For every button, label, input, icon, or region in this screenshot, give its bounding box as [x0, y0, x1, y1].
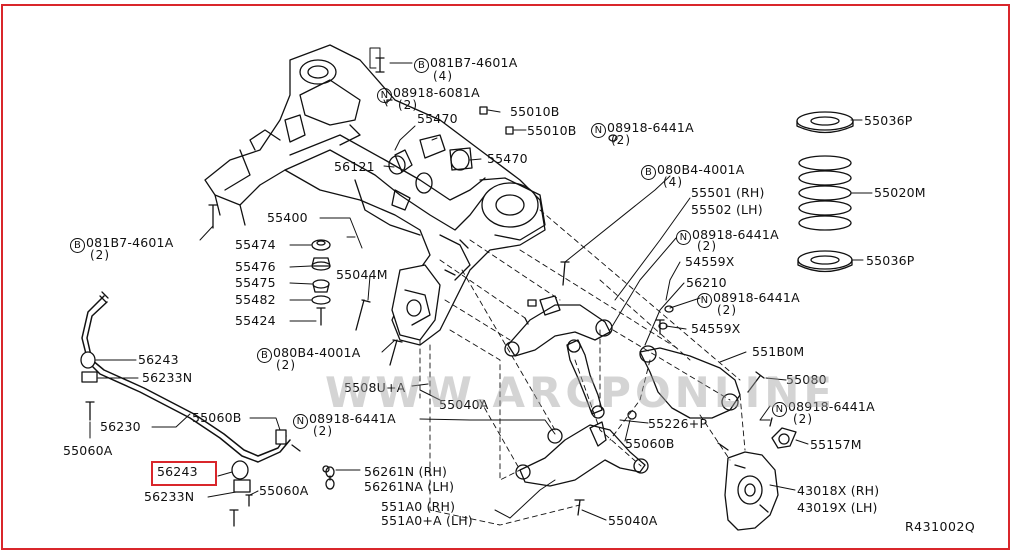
b-circle-icon: B	[641, 165, 656, 180]
stabilizer-bar-drawing	[80, 291, 301, 527]
dashed-guides	[419, 209, 746, 526]
diagram-reference: R431002Q	[905, 519, 976, 534]
qty-08918-6081a: (2)	[398, 98, 418, 112]
stabilizer-link-drawing	[325, 466, 335, 490]
part-56233n-bottom: 56233N	[144, 489, 195, 504]
qty-08918-6441a-lowright: (2)	[793, 412, 813, 426]
part-55036p-top: 55036P	[864, 113, 913, 128]
part-code: 08918-6441A	[692, 227, 779, 242]
part-56261n: 56261N (RH)	[364, 464, 448, 479]
n-circle-icon: N	[377, 88, 392, 103]
part-55044m: 55044M	[336, 267, 388, 282]
highlight-box	[151, 461, 217, 486]
diagram-frame	[1, 4, 1010, 550]
part-55040a-bottom: 55040A	[608, 513, 658, 528]
part-56230: 56230	[100, 419, 141, 434]
part-43019x: 43019X (LH)	[797, 500, 878, 515]
part-55226p: 55226+P	[648, 416, 708, 431]
part-54559x-a: 54559X	[685, 254, 735, 269]
n-circle-icon: N	[676, 230, 691, 245]
part-code: 080B4-4001A	[273, 345, 361, 360]
qty-080b4-4001a-top: (4)	[663, 175, 683, 189]
part-code: 08918-6441A	[713, 290, 800, 305]
leader-lines	[89, 47, 873, 521]
knuckle-drawing	[717, 442, 779, 531]
part-55501: 55501 (RH)	[691, 185, 765, 200]
n-circle-icon: N	[293, 414, 308, 429]
part-55424: 55424	[235, 313, 276, 328]
part-54559x-b: 54559X	[691, 321, 741, 336]
part-55080: 55080	[786, 372, 827, 387]
qty-08918-6441a-low: (2)	[313, 424, 333, 438]
part-56121: 56121	[334, 159, 375, 174]
part-55060b-right: 55060B	[625, 436, 675, 451]
part-55470-b: 55470	[487, 151, 528, 166]
part-551a0: 551A0 (RH)	[381, 499, 456, 514]
subframe-drawing	[204, 44, 546, 346]
b-circle-icon: B	[257, 348, 272, 363]
toe-link-drawing	[566, 319, 765, 419]
spring-drawing	[796, 111, 854, 273]
b-circle-icon: B	[414, 58, 429, 73]
mount-stack-drawing	[311, 239, 331, 326]
part-55036p-bottom: 55036P	[866, 253, 915, 268]
bushing-drawing	[769, 417, 797, 449]
part-56233n-top: 56233N	[142, 370, 193, 385]
part-code: 080B4-4001A	[657, 162, 745, 177]
qty-08918-6441a-mid: (2)	[697, 239, 717, 253]
watermark: WWW.ARCPONLINE	[325, 368, 837, 417]
qty-08918-6441a-top: (2)	[611, 133, 631, 147]
part-55475: 55475	[235, 275, 276, 290]
part-551b0m: 551B0M	[752, 344, 805, 359]
part-code: 08918-6441A	[788, 399, 875, 414]
n-circle-icon: N	[697, 293, 712, 308]
part-56243-top: 56243	[138, 352, 179, 367]
part-55470-a: 55470	[417, 111, 458, 126]
part-55060b-left: 55060B	[192, 410, 242, 425]
part-55010b-b: 55010B	[527, 123, 577, 138]
part-code: 08918-6441A	[309, 411, 396, 426]
part-code: 08918-6081A	[393, 85, 480, 100]
part-55060a-left: 55060A	[63, 443, 113, 458]
part-55060a-bottom: 55060A	[259, 483, 309, 498]
part-5508u: 5508U+A	[344, 380, 406, 395]
part-55010b-a: 55010B	[510, 104, 560, 119]
part-code: 081B7-4601A	[86, 235, 174, 250]
n-circle-icon: N	[772, 402, 787, 417]
part-code: 08918-6441A	[607, 120, 694, 135]
part-55476: 55476	[235, 259, 276, 274]
part-55400: 55400	[267, 210, 308, 225]
part-56243-highlighted: 56243	[157, 464, 198, 479]
part-55482: 55482	[235, 292, 276, 307]
part-55502: 55502 (LH)	[691, 202, 763, 217]
n-circle-icon: N	[591, 123, 606, 138]
part-55474: 55474	[235, 237, 276, 252]
part-43018x: 43018X (RH)	[797, 483, 880, 498]
part-551a0a: 551A0+A (LH)	[381, 513, 473, 528]
part-55040a-mid: 55040A	[439, 397, 489, 412]
b-circle-icon: B	[70, 238, 85, 253]
qty-080b4-4001a-left: (2)	[276, 358, 296, 372]
qty-08918-6441a-right: (2)	[717, 303, 737, 317]
qty-081b7-4601a-top: (4)	[433, 69, 453, 83]
part-code: 081B7-4601A	[430, 55, 518, 70]
part-55157m: 55157M	[810, 437, 862, 452]
qty-081b7-4601a-left: (2)	[90, 248, 110, 262]
upper-link-drawing	[504, 261, 613, 357]
part-56210: 56210	[686, 275, 727, 290]
part-56261na: 56261NA (LH)	[364, 479, 455, 494]
part-55020m: 55020M	[874, 185, 926, 200]
